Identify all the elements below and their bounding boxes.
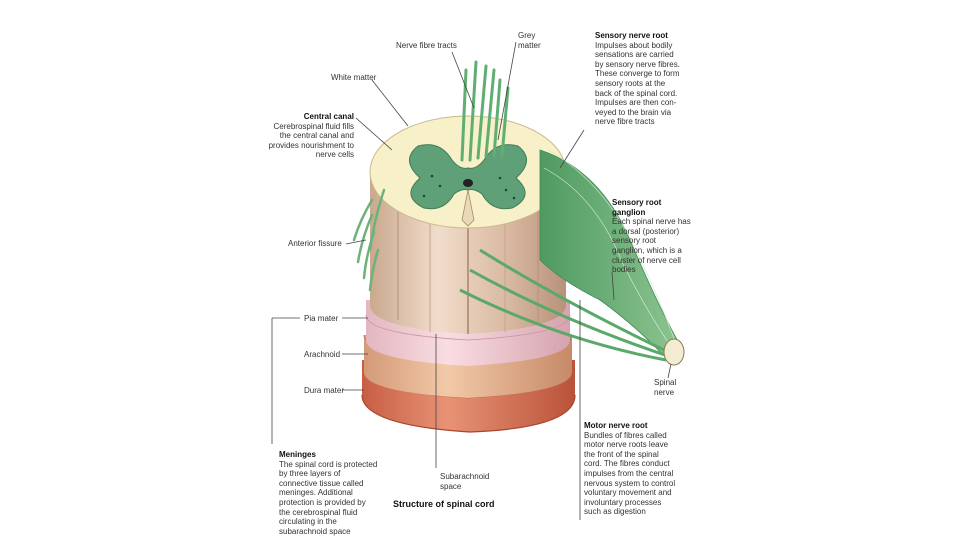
label-dura-mater: Dura mater (304, 386, 345, 395)
left-rootlets (352, 188, 386, 292)
label-arachnoid: Arachnoid (304, 350, 341, 359)
sensory-nerve-root (459, 149, 685, 366)
label-motor-nerve-root: Motor nerve root Bundles of fibres calle… (584, 421, 676, 517)
label-white-matter: White matter (331, 73, 377, 82)
leader-lines (271, 41, 672, 520)
label-subarachnoid-space: Subarachnoid space (440, 472, 490, 491)
label-spinal-nerve: Spinal nerve (654, 378, 677, 397)
label-sensory-nerve-root: Sensory nerve root Impulses about bodily… (595, 31, 680, 127)
label-anterior-fissure: Anterior fissure (288, 239, 342, 248)
cross-section-top (369, 115, 567, 229)
label-sensory-root-ganglion: Sensory root ganglion Each spinal nerve … (612, 198, 691, 275)
label-grey-matter: Grey matter (518, 31, 541, 50)
label-nerve-fibre-tracts: Nerve fibre tracts (396, 41, 457, 50)
label-central-canal: Central canal Cerebrospinal fluid fills … (268, 112, 354, 160)
spinal-nerve-end (663, 338, 685, 366)
nerve-fibre-tracts (460, 60, 510, 162)
diagram-caption: Structure of spinal cord (393, 499, 495, 509)
label-pia-mater: Pia mater (304, 314, 339, 323)
label-meninges: Meninges The spinal cord is protected by… (279, 450, 378, 536)
